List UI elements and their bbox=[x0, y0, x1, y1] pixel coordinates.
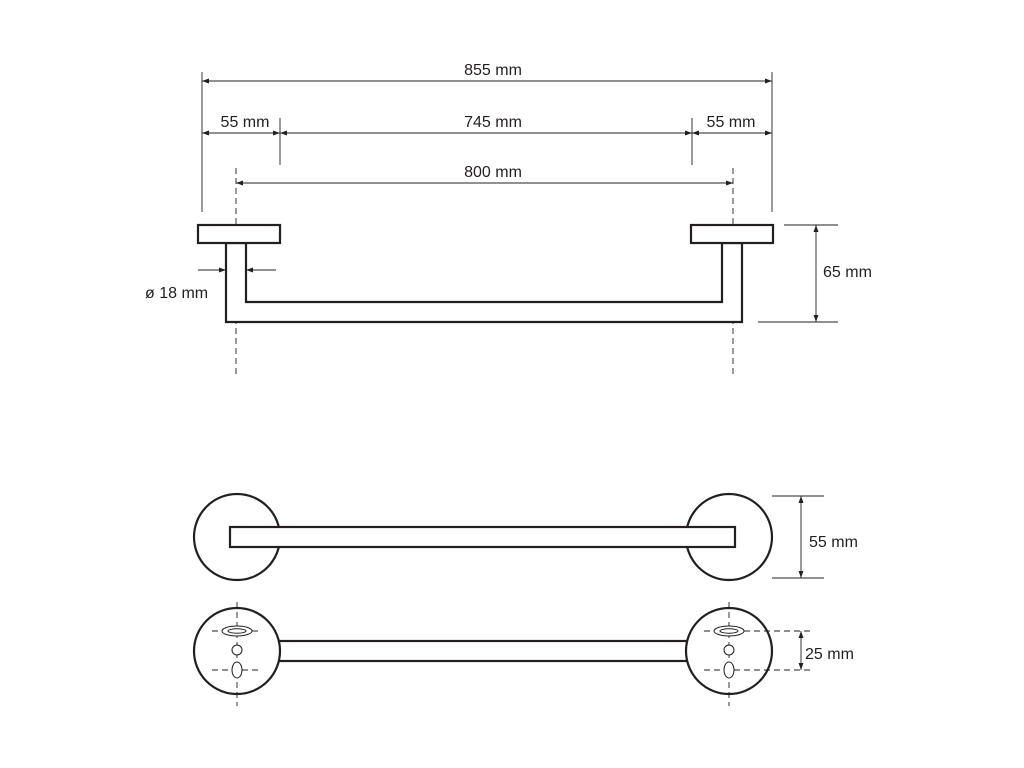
dimension-label-projection: 65 mm bbox=[823, 264, 872, 281]
right-wall-flange bbox=[689, 223, 775, 245]
left-lower-slotted-hole bbox=[231, 661, 243, 679]
dimension-label-center-to-center: 800 mm bbox=[464, 164, 522, 181]
towel-bar-body bbox=[224, 241, 744, 324]
right-mounting-holes bbox=[704, 602, 810, 706]
right-lower-slotted-hole bbox=[723, 661, 735, 679]
towel-bar-back-view bbox=[266, 639, 700, 663]
top-view: 55 mm bbox=[192, 492, 858, 582]
towel-bar-top-view bbox=[228, 525, 737, 549]
left-mounting-holes bbox=[212, 602, 262, 706]
back-view: 25 mm bbox=[192, 602, 854, 706]
dimension-label-screw-spacing: 25 mm bbox=[805, 646, 854, 663]
dimension-label-bar-span: 745 mm bbox=[464, 114, 522, 131]
dimension-label-flange-diameter: 55 mm bbox=[809, 534, 858, 551]
dimension-label-left-flange: 55 mm bbox=[221, 114, 270, 131]
right-center-hole bbox=[723, 644, 735, 656]
dimension-label-right-flange: 55 mm bbox=[707, 114, 756, 131]
left-center-hole bbox=[231, 644, 243, 656]
left-slot-inner bbox=[227, 628, 247, 634]
right-slot-inner bbox=[719, 628, 739, 634]
dimension-label-tube-diameter: ø 18 mm bbox=[145, 285, 208, 302]
left-wall-flange bbox=[196, 223, 282, 245]
dimension-label-overall: 855 mm bbox=[464, 62, 522, 79]
front-view: 855 mm 55 mm 745 mm 55 mm 800 mm ø 18 mm… bbox=[145, 62, 872, 378]
